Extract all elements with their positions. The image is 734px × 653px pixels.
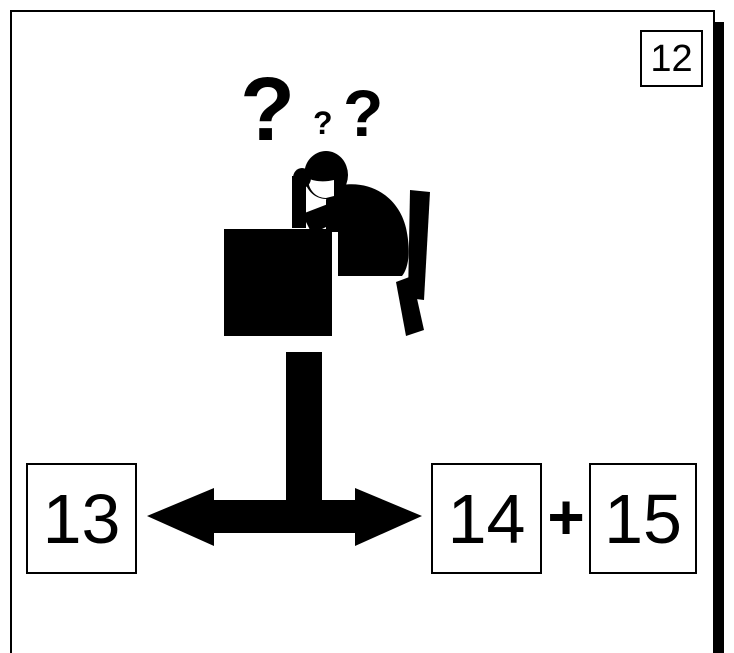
plus-sign: + xyxy=(547,481,585,553)
option-box-13: 13 xyxy=(26,463,137,574)
person-forearm xyxy=(292,176,306,228)
chair-back xyxy=(408,190,430,300)
page-number-badge: 12 xyxy=(640,30,703,87)
desk xyxy=(224,229,332,336)
question-mark-icon: ? xyxy=(343,76,383,150)
chair-leg xyxy=(396,276,424,336)
person-arm xyxy=(302,204,336,234)
connector-stem xyxy=(286,352,322,502)
question-marks: ? ? ? xyxy=(240,60,383,160)
person-hand xyxy=(293,168,311,188)
person-face xyxy=(308,178,334,198)
double-headed-arrow-icon xyxy=(147,488,422,546)
question-mark-icon: ? xyxy=(240,60,295,160)
question-mark-icon: ? xyxy=(313,105,333,141)
option-box-14: 14 xyxy=(431,463,542,574)
person-body xyxy=(326,184,409,276)
thinking-person-at-desk-icon xyxy=(224,151,430,336)
option-box-15: 15 xyxy=(589,463,697,574)
